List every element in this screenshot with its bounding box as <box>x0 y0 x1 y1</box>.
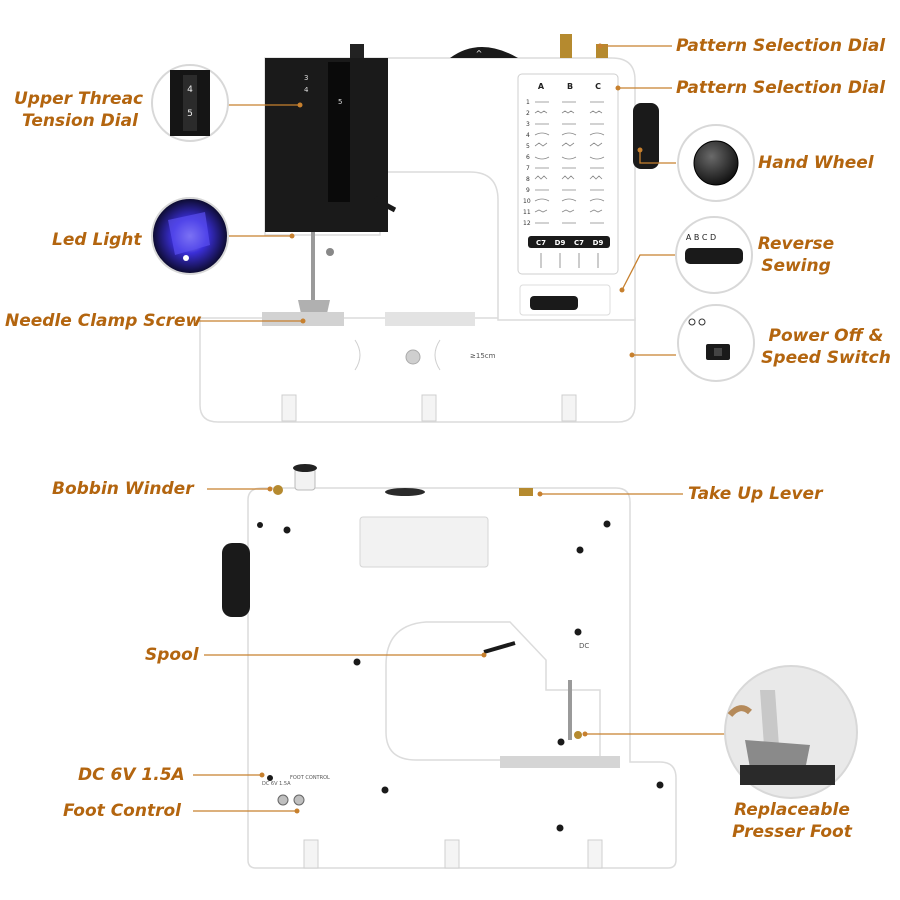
stitch-number: 12 <box>523 220 531 227</box>
spool-arm <box>483 641 516 654</box>
bobbin-winder-knob <box>273 485 283 495</box>
panel-column: C <box>595 82 601 91</box>
panel-column: B <box>567 82 573 91</box>
inset-reverse-sewing: A B C D <box>675 216 753 294</box>
label-power-2: Speed Switch <box>761 348 891 368</box>
pattern-dial-top <box>450 47 518 58</box>
bed-graphic <box>354 339 441 371</box>
label-needle-clamp: Needle Clamp Screw <box>5 311 202 331</box>
tension-digit: 4 <box>304 86 309 94</box>
foot-control-port <box>293 794 305 806</box>
inset-presser-foot <box>724 665 858 799</box>
back-foot <box>587 839 603 869</box>
back-machine: DC DC 6V 1.5A FOOT CONTROL <box>222 464 677 869</box>
stitch-number: 5 <box>526 143 530 150</box>
stitch-code: C7 <box>574 239 584 247</box>
stitch-number: 2 <box>526 110 530 117</box>
label-power-1: Power Off & <box>768 326 884 346</box>
label-reverse-2: Sewing <box>761 256 831 276</box>
stitch-number: 9 <box>526 187 530 194</box>
stitch-number: 3 <box>526 121 530 128</box>
bed-plate <box>385 312 475 326</box>
label-foot-control: Foot Control <box>63 801 181 821</box>
back-foot <box>444 839 460 869</box>
label-reverse-1: Reverse <box>757 234 835 254</box>
back-throat <box>385 621 601 761</box>
body-screws <box>257 520 664 832</box>
panel-column: A <box>538 82 545 91</box>
spool-pin <box>350 44 364 58</box>
presser-screw <box>574 731 582 739</box>
bobbin-cover-button <box>405 349 421 365</box>
front-black-head <box>265 58 388 232</box>
reverse-lever <box>530 296 578 310</box>
inset-hand-wheel <box>677 124 755 202</box>
needle-clamp <box>326 248 334 256</box>
power-port <box>277 794 289 806</box>
inset-tension-digit: 4 <box>187 85 193 95</box>
stitch-code-bar <box>528 236 610 248</box>
carry-handle <box>359 516 489 568</box>
dial-mark: ^ <box>476 49 483 58</box>
front-foot <box>561 394 577 422</box>
stitch-number: 7 <box>526 165 530 172</box>
bobbin-winder-cap <box>293 464 317 472</box>
side-tag: DC <box>579 642 589 650</box>
ruler-text: ≥15cm <box>470 352 496 360</box>
tension-digit: 3 <box>304 74 308 82</box>
label-presser-foot-1: Replaceable <box>734 800 850 820</box>
top-dial-back <box>385 488 425 496</box>
spool-pin <box>560 34 572 58</box>
thread-guide-slot <box>328 62 350 202</box>
hand-wheel-back <box>222 543 250 617</box>
stitch-rows: 1 2 3 4 5 6 7 8 9 10 11 12 <box>523 99 605 227</box>
hand-wheel <box>633 103 659 169</box>
label-pattern-dial-panel: Pattern Selection Dial <box>676 78 886 98</box>
stitch-number: 4 <box>526 132 530 139</box>
take-up-lever-part <box>519 488 533 496</box>
label-presser-foot-2: Presser Foot <box>732 822 852 842</box>
label-take-up-lever: Take Up Lever <box>688 484 823 504</box>
stitch-number: 11 <box>523 209 531 216</box>
tension-digit: 5 <box>338 98 342 106</box>
inset-tension-digit: 5 <box>187 109 193 119</box>
inset-reverse-letters: A B C D <box>686 233 716 242</box>
front-machine: 3 4 5 ^ A B C 1 2 3 4 5 6 7 8 9 10 11 12 <box>199 34 659 423</box>
inset-upper-tension: 4 5 <box>151 64 229 142</box>
stitch-number: 10 <box>523 198 531 205</box>
label-hand-wheel: Hand Wheel <box>758 153 874 173</box>
stitch-number: 8 <box>526 176 530 183</box>
front-foot <box>281 394 297 422</box>
label-dc-power: DC 6V 1.5A <box>78 765 185 785</box>
label-upper-tension-2: Tension Dial <box>22 111 138 131</box>
label-led-light: Led Light <box>52 230 142 250</box>
front-foot <box>421 394 437 422</box>
back-foot <box>303 839 319 869</box>
inset-led-light <box>151 197 229 275</box>
inset-power-switch <box>677 304 755 382</box>
foot-port-text: FOOT CONTROL <box>290 775 330 781</box>
thread-lever <box>373 195 397 213</box>
label-upper-tension-1: Upper Threac <box>14 89 144 109</box>
stitch-code: C7 <box>536 239 546 247</box>
stitch-number: 6 <box>526 154 530 161</box>
label-pattern-dial-top: Pattern Selection Dial <box>676 36 886 56</box>
stitch-code: D9 <box>555 239 566 247</box>
stitch-code: D9 <box>593 239 604 247</box>
label-bobbin-winder: Bobbin Winder <box>52 479 194 499</box>
front-base <box>199 317 636 423</box>
back-bed-plate <box>500 756 620 768</box>
stitch-number: 1 <box>526 99 530 106</box>
label-spool: Spool <box>145 645 199 665</box>
leader-dots <box>259 43 643 814</box>
power-port-text: DC 6V 1.5A <box>262 781 291 787</box>
